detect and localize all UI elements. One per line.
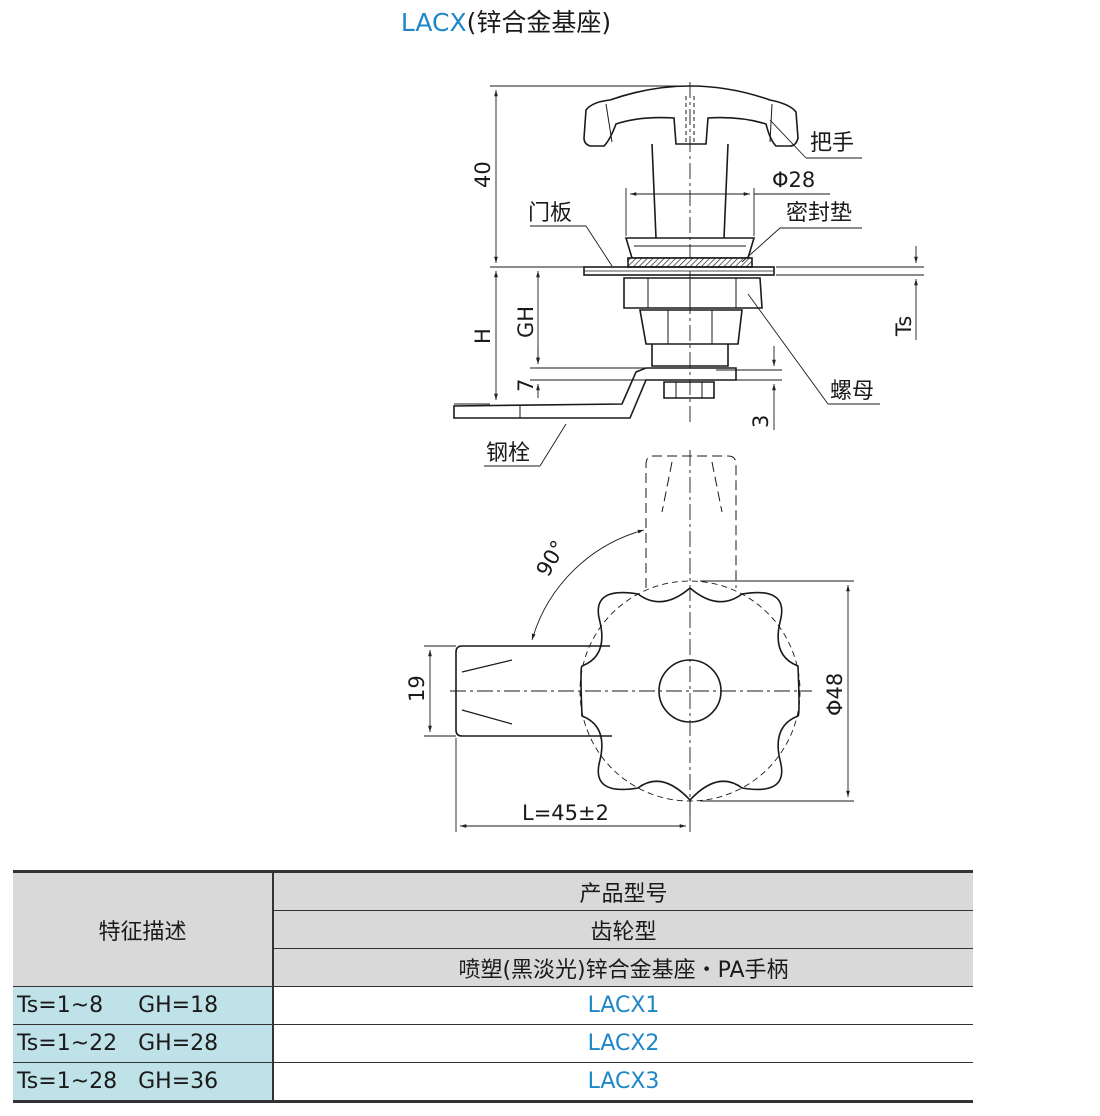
hex-nut: [623, 277, 763, 309]
gh-value: GH=18: [138, 993, 219, 1018]
gasket: [627, 257, 753, 268]
model-code: LACX2: [273, 1024, 973, 1063]
table-header-row: 特征描述 产品型号: [13, 870, 973, 987]
header-product-model: 产品型号: [273, 870, 973, 911]
table-header-row: 齿轮型: [13, 910, 973, 949]
dim-19: 19: [405, 675, 429, 702]
header-gear-type: 齿轮型: [273, 910, 973, 949]
table-row: Ts=1~8 GH=18 LACX1: [13, 986, 973, 1025]
ts-value: Ts=1~8: [17, 993, 104, 1018]
top-view: [450, 450, 812, 815]
feature-header: 特征描述: [13, 870, 274, 987]
label-gasket: 密封垫: [786, 201, 852, 226]
label-bolt: 钢栓: [486, 441, 530, 466]
table-row: Ts=1~28 GH=36 LACX3: [13, 1062, 973, 1103]
dim-ts: Ts: [892, 316, 916, 337]
ts-value: Ts=1~28: [17, 1069, 118, 1094]
dim-length: L=45±2: [522, 801, 609, 825]
technical-drawing: 把手 门板 密封垫 螺母 钢栓 Φ28 40 H GH 7 Ts 3: [405, 82, 924, 832]
dim-dia-28: Φ28: [772, 168, 815, 192]
header-material: 喷塑(黑淡光)锌合金基座・PA手柄: [273, 948, 973, 987]
spec-table: 特征描述 产品型号 齿轮型 喷塑(黑淡光)锌合金基座・PA手柄 Ts=1~8 G…: [13, 870, 973, 1103]
label-nut: 螺母: [830, 379, 874, 404]
row-condition: Ts=1~28 GH=36: [13, 1062, 274, 1103]
dim-h: H: [471, 328, 495, 344]
leader-lines: [484, 119, 880, 467]
gh-value: GH=28: [138, 1031, 219, 1056]
model-code: LACX3: [273, 1062, 973, 1103]
dim-dia-48: Φ48: [823, 673, 847, 716]
label-door-panel: 门板: [528, 201, 572, 226]
knob-shape: [583, 85, 799, 147]
top-dimensions: [424, 529, 854, 832]
steel-bolt: [453, 367, 737, 419]
side-view: [453, 82, 799, 425]
dim-gh: GH: [514, 306, 538, 338]
row-condition: Ts=1~22 GH=28: [13, 1024, 274, 1063]
ts-value: Ts=1~22: [17, 1031, 118, 1056]
title-code: LACX: [400, 8, 467, 37]
gh-value: GH=36: [138, 1069, 219, 1094]
dim-3: 3: [749, 415, 773, 428]
side-dimensions: [454, 85, 924, 430]
table-row: Ts=1~22 GH=28 LACX2: [13, 1024, 973, 1063]
title-suffix: (锌合金基座): [466, 8, 612, 37]
label-handle: 把手: [810, 131, 854, 156]
dim-height-40: 40: [471, 161, 495, 188]
model-code: LACX1: [273, 986, 973, 1025]
page-title: LACX(锌合金基座): [0, 6, 1012, 40]
row-condition: Ts=1~8 GH=18: [13, 986, 274, 1025]
dim-angle: 90°: [532, 536, 571, 580]
dim-7: 7: [514, 379, 538, 392]
table-header-row: 喷塑(黑淡光)锌合金基座・PA手柄: [13, 948, 973, 987]
